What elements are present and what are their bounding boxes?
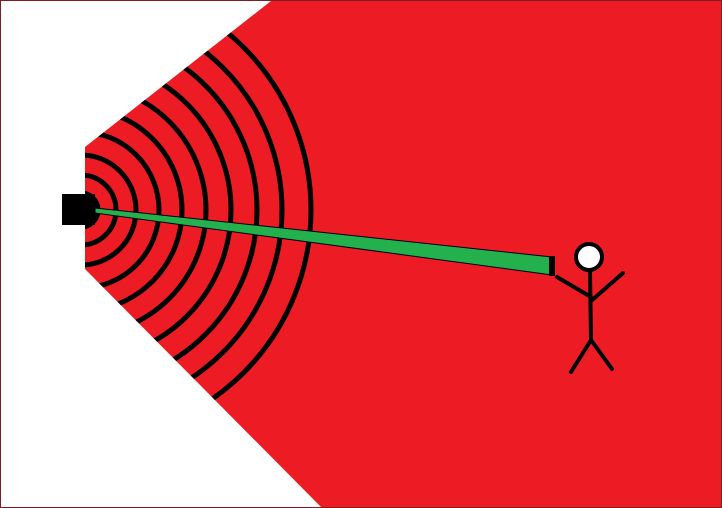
- pole-handle: [549, 256, 555, 276]
- source-box-icon: [62, 194, 95, 225]
- stick-figure-head: [576, 244, 602, 270]
- stick-figure-body: [590, 272, 591, 340]
